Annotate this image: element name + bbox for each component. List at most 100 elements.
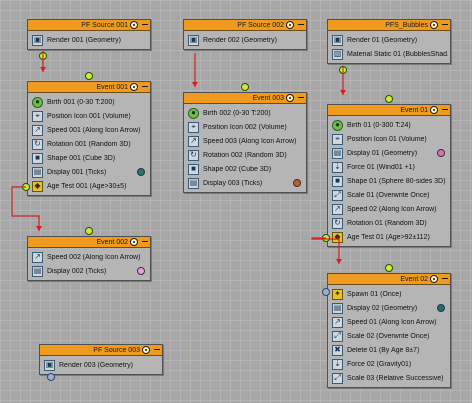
input-port[interactable] (385, 95, 393, 103)
collapse-icon[interactable] (142, 24, 148, 25)
operator-row[interactable]: ⌖Position Icon 002 (Volume) (186, 120, 304, 134)
display-color-swatch[interactable] (137, 267, 145, 275)
operator-row[interactable]: ↻Rotation 002 (Random 3D) (186, 148, 304, 162)
node-header[interactable]: PF Source 003 (40, 345, 162, 356)
operator-row[interactable]: ⇣Force 02 (Gravity01) (330, 357, 448, 371)
bulb-icon[interactable] (130, 238, 138, 246)
node-title: Event 002 (96, 239, 128, 246)
event-node-event-003[interactable]: Event 003 ●Birth 002 (0-30 T:200)⌖Positio… (183, 92, 307, 193)
operator-row[interactable]: ▣Render 01 (Geometry) (330, 33, 448, 47)
source-node-pf-source-001[interactable]: PF Source 001 ▣Render 001 (Geometry) (27, 19, 151, 50)
operator-row[interactable]: ↗Speed 01 (Along Icon Arrow) (330, 315, 448, 329)
operator-label: Age Test 01 (Age>92±112) (347, 233, 430, 241)
scale-icon: ⤢ (332, 189, 343, 201)
operator-row[interactable]: ✖Delete 01 (By Age 8±7) (330, 343, 448, 357)
node-header[interactable]: PF Source 002 (184, 20, 306, 31)
collapse-icon[interactable] (142, 241, 148, 242)
operator-row[interactable]: ◆Age Test 001 (Age>30±5) (30, 179, 148, 193)
operator-row[interactable]: ▤Display 003 (Ticks) (186, 176, 304, 190)
node-header[interactable]: Event 003 (184, 93, 306, 104)
node-header[interactable]: Event 02 (328, 274, 450, 285)
display-color-swatch[interactable] (293, 179, 301, 187)
collapse-icon[interactable] (298, 24, 304, 25)
operator-row[interactable]: ↻Rotation 01 (Random 3D) (330, 216, 448, 230)
operator-row[interactable]: ▤Display 001 (Ticks) (30, 165, 148, 179)
source-node-pf-source-003[interactable]: PF Source 003 ▣Render 003 (Geometry) (39, 344, 163, 375)
display-color-swatch[interactable] (437, 149, 445, 157)
collapse-icon[interactable] (442, 109, 448, 110)
operator-row[interactable]: ⇣Force 01 (Wind01 +1) (330, 160, 448, 174)
operator-label: Speed 002 (Along Icon Arrow) (47, 253, 141, 261)
operator-row[interactable]: ✦Spawn 01 (Once) (330, 287, 448, 301)
bulb-icon[interactable] (130, 21, 138, 29)
operator-row[interactable]: ▤Display 002 (Ticks) (30, 264, 148, 278)
bulb-icon[interactable] (430, 21, 438, 29)
operator-row[interactable]: ▤Display 01 (Geometry) (330, 146, 448, 160)
operator-row[interactable]: ■Shape 002 (Cube 3D) (186, 162, 304, 176)
unlinked-port[interactable] (47, 373, 55, 381)
operator-row[interactable]: ▣Render 001 (Geometry) (30, 33, 148, 47)
bulb-icon[interactable] (286, 94, 294, 102)
operator-row[interactable]: ■Shape 001 (Cube 3D) (30, 151, 148, 165)
operator-row[interactable]: ▧Material Static 01 (BubblesShad... (330, 47, 448, 61)
force-icon: ⇣ (332, 358, 343, 370)
unlinked-port[interactable] (322, 288, 330, 296)
bulb-icon[interactable] (430, 106, 438, 114)
test-output-port[interactable] (322, 234, 330, 242)
operator-row[interactable]: ⌖Position Icon 01 (Volume) (330, 132, 448, 146)
collapse-icon[interactable] (298, 97, 304, 98)
operator-row[interactable]: ↗Speed 003 (Along Icon Arrow) (186, 134, 304, 148)
operator-row[interactable]: ↗Speed 001 (Along Icon Arrow) (30, 123, 148, 137)
collapse-icon[interactable] (142, 86, 148, 87)
display-color-swatch[interactable] (137, 168, 145, 176)
output-port[interactable] (339, 66, 347, 74)
operator-label: Shape 002 (Cube 3D) (203, 165, 272, 173)
material-icon: ▧ (332, 48, 343, 60)
test-output-port[interactable] (22, 183, 30, 191)
input-port[interactable] (241, 83, 249, 91)
node-header[interactable]: Event 001 (28, 82, 150, 93)
operator-row[interactable]: ▣Render 002 (Geometry) (186, 33, 304, 47)
bulb-icon[interactable] (286, 21, 294, 29)
operator-row[interactable]: ⌖Position Icon 001 (Volume) (30, 109, 148, 123)
operator-row[interactable]: ●Birth 002 (0-30 T:200) (186, 106, 304, 120)
collapse-icon[interactable] (442, 278, 448, 279)
bulb-icon[interactable] (142, 346, 150, 354)
operator-list: ▣Render 001 (Geometry) (28, 31, 150, 49)
rotation-icon: ↻ (32, 138, 43, 150)
operator-row[interactable]: ⤢Scale 03 (Relative Successive) (330, 371, 448, 385)
collapse-icon[interactable] (442, 24, 448, 25)
source-node-pf-source-002[interactable]: PF Source 002 ▣Render 002 (Geometry) (183, 19, 307, 50)
operator-row[interactable]: ↻Rotation 001 (Random 3D) (30, 137, 148, 151)
output-port[interactable] (39, 52, 47, 60)
input-port[interactable] (385, 264, 393, 272)
operator-row[interactable]: ◆Age Test 01 (Age>92±112) (330, 230, 448, 244)
node-header[interactable]: PFS_Bubbles (328, 20, 450, 31)
event-node-event-01[interactable]: Event 01 ●Birth 01 (0-300 T:24)⌖Position … (327, 104, 451, 247)
operator-row[interactable]: ■Shape 01 (Sphere 80-sides 3D) (330, 174, 448, 188)
operator-label: Position Icon 001 (Volume) (47, 112, 131, 120)
operator-row[interactable]: ↗Speed 02 (Along Icon Arrow) (330, 202, 448, 216)
operator-row[interactable]: ↗Speed 002 (Along Icon Arrow) (30, 250, 148, 264)
display-color-swatch[interactable] (437, 304, 445, 312)
source-node-pfs-bubbles[interactable]: PFS_Bubbles ▣Render 01 (Geometry)▧Materia… (327, 19, 451, 64)
collapse-icon[interactable] (154, 349, 160, 350)
operator-row[interactable]: ●Birth 001 (0-30 T:200) (30, 95, 148, 109)
event-node-event-02[interactable]: Event 02 ✦Spawn 01 (Once)▤Display 02 (Geo… (327, 273, 451, 388)
bulb-icon[interactable] (430, 275, 438, 283)
bulb-icon[interactable] (130, 83, 138, 91)
operator-row[interactable]: ⤢Scale 02 (Overwrite Once) (330, 329, 448, 343)
operator-label: Birth 001 (0-30 T:200) (47, 98, 115, 106)
operator-row[interactable]: ●Birth 01 (0-300 T:24) (330, 118, 448, 132)
event-node-event-002[interactable]: Event 002 ↗Speed 002 (Along Icon Arrow)▤D… (27, 236, 151, 281)
event-node-event-001[interactable]: Event 001 ●Birth 001 (0-30 T:200)⌖Positio… (27, 81, 151, 196)
input-port[interactable] (85, 227, 93, 235)
operator-row[interactable]: ▣Render 003 (Geometry) (42, 358, 160, 372)
node-header[interactable]: PF Source 001 (28, 20, 150, 31)
operator-row[interactable]: ▤Display 02 (Geometry) (330, 301, 448, 315)
operator-row[interactable]: ⤢Scale 01 (Overwrite Once) (330, 188, 448, 202)
node-header[interactable]: Event 002 (28, 237, 150, 248)
input-port[interactable] (85, 72, 93, 80)
node-header[interactable]: Event 01 (328, 105, 450, 116)
